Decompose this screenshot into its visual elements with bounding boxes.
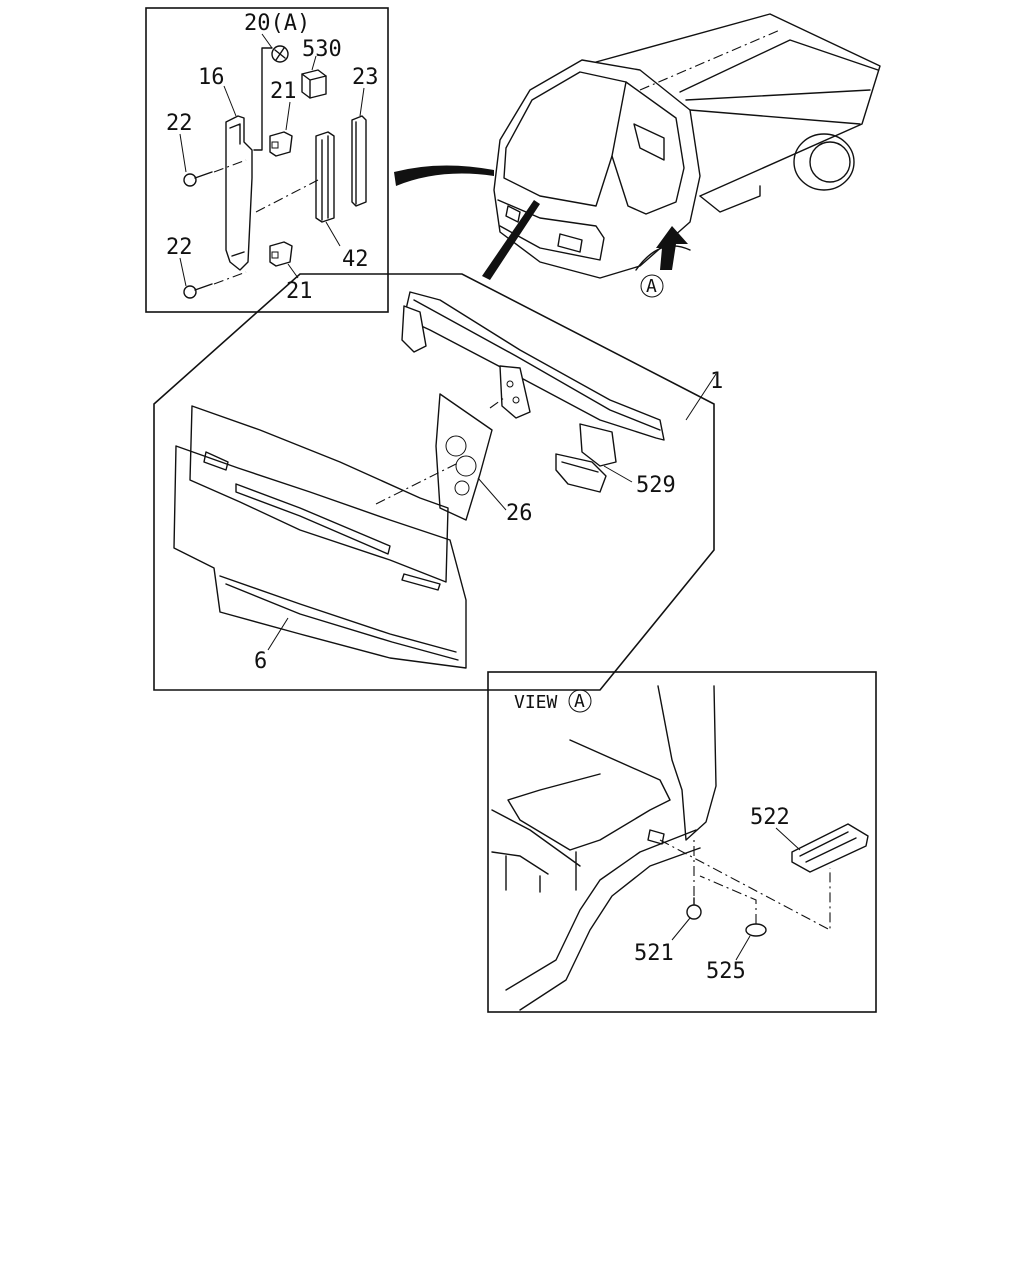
callout-21-upper: 21 — [270, 79, 297, 104]
clip-21-upper — [269, 131, 293, 157]
detail-box-frame — [145, 7, 389, 313]
trim-panel-16 — [225, 115, 253, 271]
truck-bed — [595, 13, 881, 197]
screw-521 — [686, 904, 702, 920]
view-label: VIEW — [514, 692, 558, 713]
truck-illustration: A — [493, 13, 881, 298]
callout-529: 529 — [636, 473, 676, 498]
callout-522: 522 — [750, 805, 790, 830]
grommet-525 — [745, 923, 767, 937]
truck-cab — [493, 59, 701, 279]
reinforcement-26 — [435, 393, 493, 521]
callout-530: 530 — [302, 37, 342, 62]
callout-525: 525 — [706, 959, 746, 984]
callout-20: 20(A) — [244, 11, 310, 36]
front-panel-6 — [173, 445, 467, 669]
door-pillar — [657, 685, 717, 841]
view-direction-arrow — [656, 226, 688, 270]
truck-front-wheel-arch — [635, 245, 691, 271]
callout-22-lower: 22 — [166, 235, 193, 260]
panel-assembly-frame — [153, 273, 715, 691]
view-a-frame — [487, 671, 877, 1013]
callout-22-upper: 22 — [166, 111, 193, 136]
pad-530 — [301, 69, 327, 99]
view-a-box: VIEW A 522 521 525 — [487, 671, 877, 1013]
truck-rear-wheel — [793, 133, 855, 191]
view-marker-circle — [568, 689, 592, 713]
svg-text:A: A — [646, 276, 657, 297]
callout-6: 6 — [254, 649, 267, 674]
strip-23 — [351, 115, 367, 207]
step-plate-522 — [791, 823, 869, 873]
callout-16: 16 — [198, 65, 225, 90]
callout-42: 42 — [342, 247, 369, 272]
strip-42 — [315, 131, 335, 223]
view-marker: A — [574, 691, 585, 712]
detail-box-trim: 20(A) 530 16 21 23 22 22 42 21 — [145, 7, 389, 313]
callout-521: 521 — [634, 941, 674, 966]
callout-1: 1 — [710, 369, 723, 394]
truck-view-marker — [640, 274, 664, 298]
front-panel-6-inner — [189, 405, 449, 583]
pointer-arrow-trim — [394, 165, 494, 186]
floor-edge — [505, 829, 697, 991]
callout-26: 26 — [506, 501, 533, 526]
panel-assembly: 1 529 26 6 — [153, 273, 723, 691]
truck-windshield — [503, 71, 627, 207]
screw-22-upper — [183, 173, 197, 187]
callout-23: 23 — [352, 65, 379, 90]
seat-cushion — [507, 739, 671, 851]
clip-21-lower — [269, 241, 293, 267]
screw-22-lower — [183, 285, 197, 299]
